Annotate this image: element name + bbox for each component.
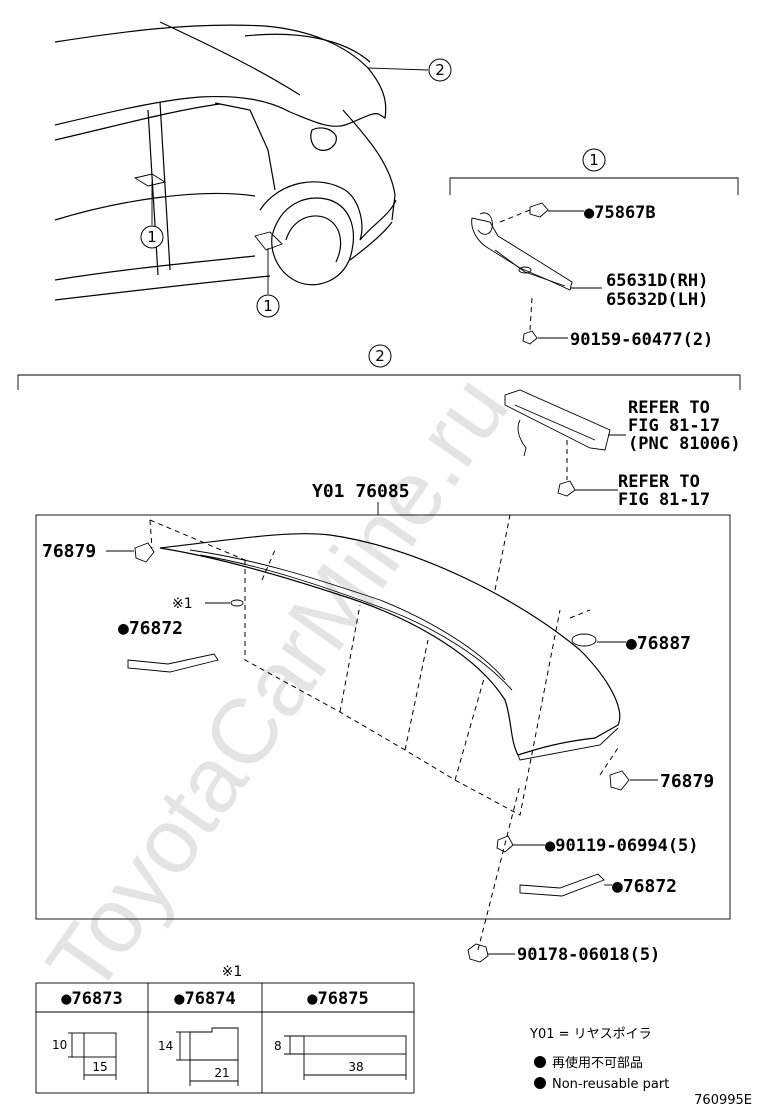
- part-label-76872-left: ●76872: [118, 618, 183, 639]
- dim-76875-height: 8: [274, 1039, 282, 1053]
- figure-id: 760995E: [694, 1093, 752, 1108]
- table-header-76874: ●76874: [174, 989, 235, 1009]
- callout-number: 1: [263, 297, 273, 315]
- part-label-65632d: 65632D(LH): [606, 290, 708, 310]
- refer-label-1a: REFER TO: [628, 398, 710, 418]
- non-reusable-bullet-icon: [534, 1056, 546, 1068]
- dim-76874-height: 14: [158, 1039, 173, 1053]
- callout-1-door: 1: [140, 225, 164, 249]
- part-label-76879-right: 76879: [660, 771, 714, 792]
- part-label-90159: 90159-60477(2): [570, 330, 713, 350]
- tape-76875-shape: 8 38: [274, 1035, 407, 1080]
- part-label-90178: 90178-06018(5): [517, 945, 660, 965]
- part-label-75867b: ●75867B: [584, 203, 656, 223]
- part-label-76887: ●76887: [626, 633, 691, 654]
- legend-y01: Y01 = リヤスポイラ: [529, 1027, 652, 1042]
- assembly-box: [35, 514, 731, 920]
- group-1-callout: [582, 148, 606, 172]
- part-label-76872-right: ●76872: [612, 876, 677, 897]
- clip-76879-left: [134, 542, 155, 563]
- group-2-callout: [368, 344, 392, 368]
- table-header-76875: ●76875: [307, 989, 368, 1009]
- non-reusable-bullet-icon: [534, 1077, 546, 1089]
- note-mark-label: ※1: [172, 596, 193, 612]
- gasket-76887: [571, 633, 597, 647]
- part-label-65631d: 65631D(RH): [606, 271, 708, 291]
- part-note-1: [230, 599, 244, 607]
- tape-76872-right: [519, 873, 605, 897]
- dim-76873-height: 10: [52, 1038, 67, 1052]
- dim-76874-width: 21: [214, 1066, 229, 1080]
- callout-number: 1: [589, 151, 599, 169]
- legend: Y01 = リヤスポイラ 再使用不可部品 Non-reusable part: [529, 1027, 669, 1092]
- tape-dimension-table: ※1 ●76873 ●76874 ●76875 10 15: [35, 964, 415, 1094]
- dim-76875-width: 38: [348, 1060, 363, 1074]
- car-body-drawing: [54, 21, 429, 301]
- assembly-label: Y01 76085: [312, 481, 410, 502]
- refer-label-2b: FIG 81-17: [618, 490, 710, 510]
- dim-76873-width: 15: [92, 1060, 107, 1074]
- watermark: ToyotaCarMine.ru: [28, 358, 528, 1011]
- nut-90178: [467, 943, 489, 963]
- refer-label-1b: FIG 81-17: [628, 416, 720, 436]
- callout-number: 1: [147, 228, 157, 246]
- callout-2-spoiler: 2: [428, 58, 452, 82]
- group-2-section: 2 REFER TO FIG 81-17 (PNC 81006) REFER T…: [17, 344, 741, 965]
- clip-76879-right: [609, 770, 630, 791]
- table-header-76873: ●76873: [61, 989, 122, 1009]
- group-1-section: 1 ●75867B 65631D(RH) 65632D(LH) 90159-60…: [449, 148, 739, 350]
- callout-number: 2: [375, 347, 385, 365]
- screw-90119: [496, 835, 514, 853]
- legend-non-reusable-en: Non-reusable part: [552, 1077, 669, 1092]
- callout-number: 2: [435, 61, 445, 79]
- tape-76874-shape: 14 21: [158, 1027, 239, 1086]
- refer-label-1c: (PNC 81006): [628, 434, 741, 454]
- refer-label-2a: REFER TO: [618, 472, 700, 492]
- legend-non-reusable-jp: 再使用不可部品: [552, 1055, 643, 1071]
- callout-1-fender: 1: [256, 294, 280, 318]
- part-label-76879-left: 76879: [42, 541, 96, 562]
- tape-76873-shape: 10 15: [52, 1032, 117, 1080]
- rear-spoiler-drawing: [149, 514, 621, 951]
- table-note-mark: ※1: [222, 964, 243, 980]
- tape-76872-left: [127, 653, 219, 673]
- part-label-90119: ●90119-06994(5): [545, 836, 699, 856]
